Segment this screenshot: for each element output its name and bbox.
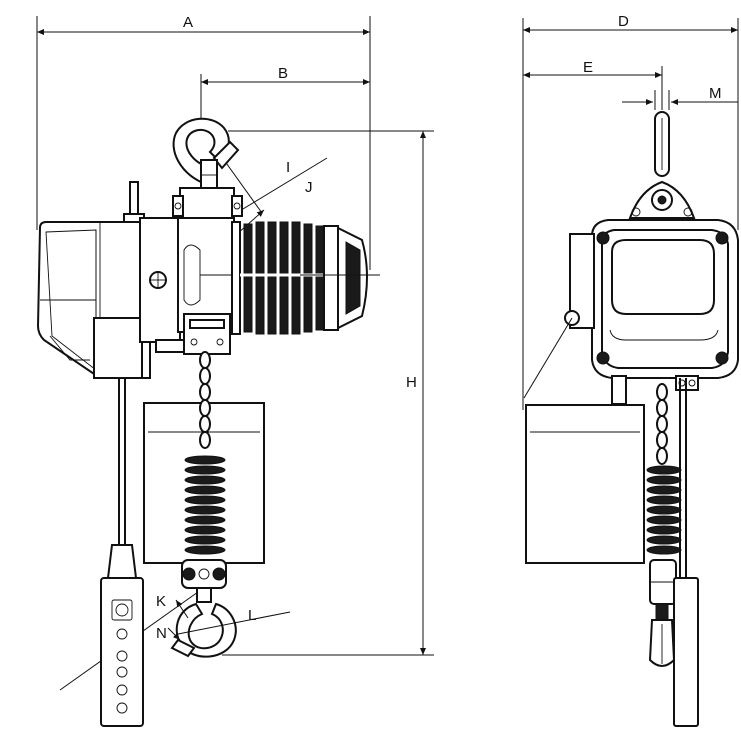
dimension-b: B <box>200 65 370 130</box>
label-h: H <box>406 374 417 391</box>
front-housing <box>523 219 739 399</box>
label-b: B <box>278 65 288 82</box>
dimension-m: M <box>622 85 738 110</box>
label-d: D <box>618 13 629 30</box>
front-hook-block <box>648 559 677 667</box>
front-chain-container <box>525 404 645 564</box>
side-view: A B H I J <box>36 14 434 727</box>
dimension-h: H <box>222 130 434 656</box>
label-a: A <box>183 14 193 31</box>
pendant-cable <box>106 378 138 579</box>
dimension-a: A <box>36 14 371 270</box>
label-e: E <box>583 59 593 76</box>
motor-fins <box>231 221 380 335</box>
label-l: L <box>248 607 256 624</box>
upper-bracket <box>172 187 243 221</box>
label-j: J <box>305 179 313 196</box>
front-pendant <box>673 378 699 727</box>
chain-spring <box>184 455 226 555</box>
front-chain-spring <box>646 465 682 555</box>
gearbox-housing <box>36 181 151 379</box>
front-top-hook <box>628 111 696 219</box>
dimension-e: E <box>523 59 663 110</box>
label-i: I <box>286 159 290 176</box>
bottom-hook <box>170 602 237 658</box>
label-k: K <box>156 593 166 610</box>
pendant-control <box>100 577 144 727</box>
top-hook <box>172 117 240 191</box>
lower-bracket <box>183 313 231 355</box>
label-m: M <box>709 85 722 102</box>
load-chain <box>199 351 211 449</box>
front-load-chain <box>656 383 668 465</box>
bottom-hook-block <box>181 559 227 603</box>
dimension-d: D <box>522 13 739 410</box>
dimension-k-n-l: K N L <box>59 591 291 691</box>
front-view: D E M <box>522 13 739 727</box>
label-n: N <box>156 625 167 642</box>
